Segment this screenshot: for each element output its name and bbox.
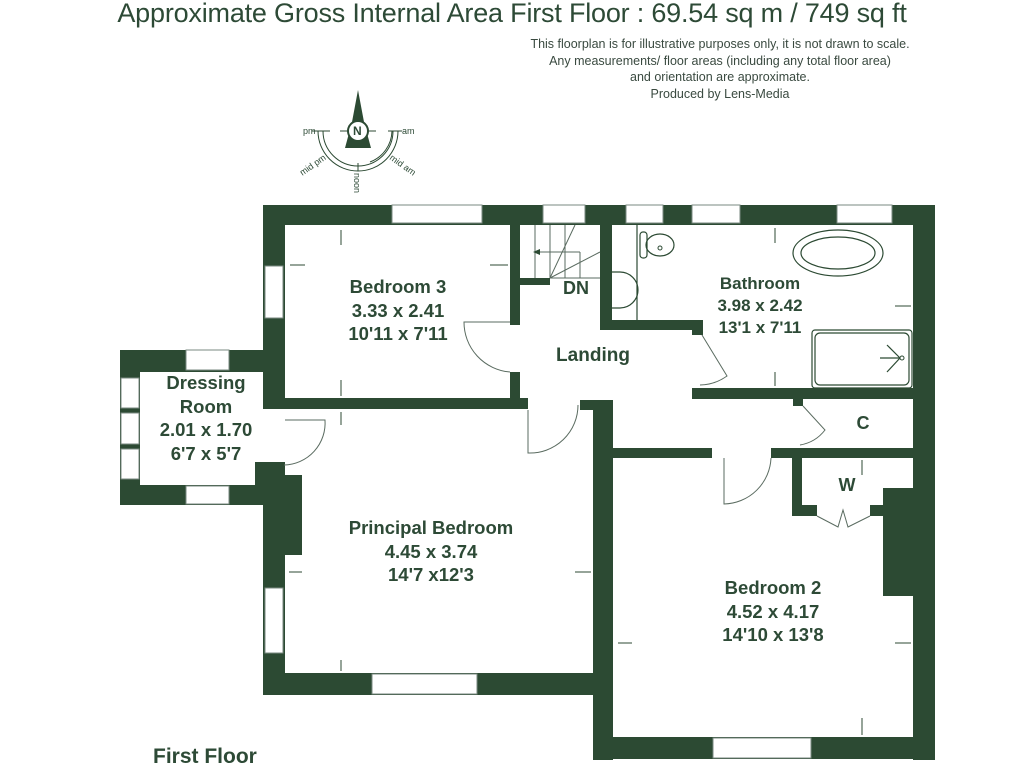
room-imperial: 10'11 x 7'11	[348, 323, 448, 344]
room-metric: 4.52 x 4.17	[726, 600, 820, 622]
wardrobe-label: W	[838, 475, 856, 495]
bathroom-fixtures	[612, 225, 913, 389]
room-metric: 3.33 x 2.41	[351, 299, 445, 321]
room-name: Bedroom 3	[349, 276, 447, 297]
room-metric: 4.45 x 3.74	[384, 540, 478, 562]
dimension-arrows	[289, 228, 911, 735]
room-bathroom: Bathroom 3.98 x 2.42 13'1 x 7'11	[717, 273, 802, 339]
room-imperial: 13'1 x 7'11	[718, 318, 802, 337]
room-dressing-room: Dressing Room 2.01 x 1.70 6'7 x 5'7	[160, 371, 253, 465]
room-name: Bathroom	[719, 274, 801, 293]
room-bedroom-2: Bedroom 2 4.52 x 4.17 14'10 x 13'8	[722, 576, 823, 647]
stairs-down-label: DN	[563, 278, 589, 298]
staircase	[534, 224, 601, 279]
disclaimer-line: This floorplan is for illustrative purpo…	[530, 37, 910, 51]
room-name: Principal Bedroom	[348, 517, 514, 538]
stair-arrow-icon	[533, 249, 540, 255]
room-metric: 2.01 x 1.70	[159, 419, 253, 440]
room-name: Dressing	[166, 372, 246, 393]
room-imperial: 14'10 x 13'8	[722, 624, 824, 645]
windows	[120, 204, 893, 759]
room-imperial: 6'7 x 5'7	[170, 442, 242, 464]
floor-label: First Floor	[153, 745, 257, 768]
cupboard-label: C	[856, 413, 870, 433]
area-title: Approximate Gross Internal Area First Fl…	[117, 0, 907, 28]
door-swings	[283, 321, 871, 528]
disclaimer-line: Any measurements/ floor areas (including…	[549, 53, 891, 68]
room-bedroom-3: Bedroom 3 3.33 x 2.41 10'11 x 7'11	[348, 275, 447, 346]
compass-am-label: am	[402, 126, 415, 136]
room-principal-bedroom: Principal Bedroom 4.45 x 3.74 14'7 x12'3	[349, 516, 513, 587]
producer-credit: Produced by Lens-Media	[650, 86, 790, 101]
compass-icon	[312, 90, 402, 172]
compass-north-label: N	[353, 124, 362, 138]
shower-drain-icon	[899, 355, 905, 361]
walls	[120, 205, 935, 760]
room-metric: 3.98 x 2.42	[717, 296, 803, 315]
disclaimer-line: and orientation are approximate.	[630, 70, 810, 84]
compass-pm-label: pm	[303, 126, 316, 136]
disclaimer: This floorplan is for illustrative purpo…	[500, 36, 940, 102]
room-name: Bedroom 2	[724, 577, 822, 598]
room-name: Room	[179, 395, 233, 417]
compass-noon-label: noon	[352, 172, 363, 194]
room-landing: Landing	[556, 345, 630, 366]
toilet-icon	[657, 245, 663, 251]
room-imperial: 14'7 x12'3	[388, 564, 474, 585]
